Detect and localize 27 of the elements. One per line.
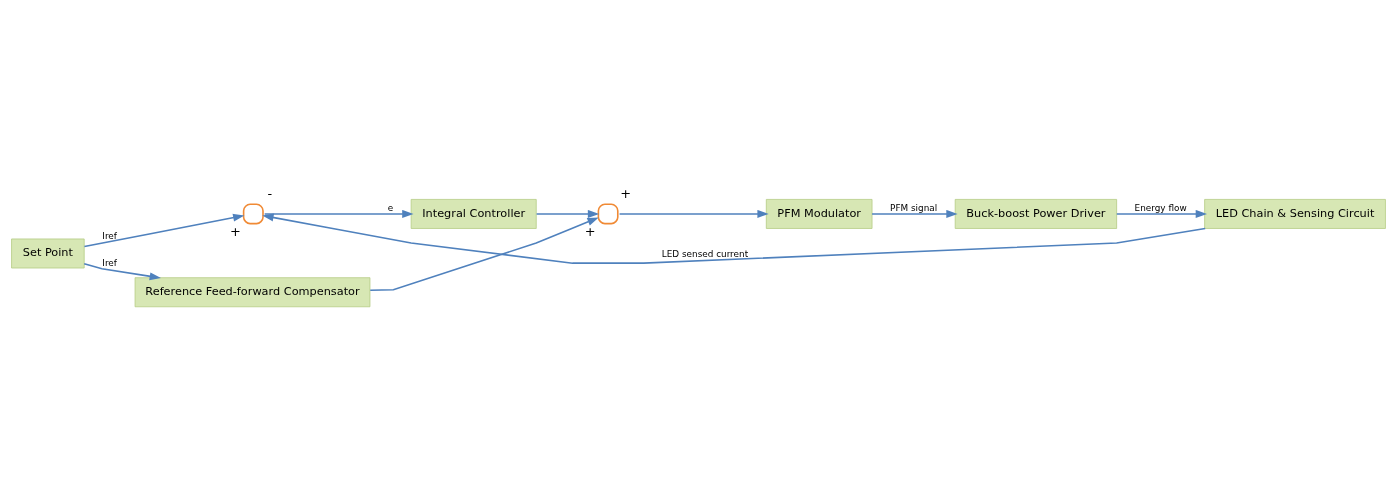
node-box: Integral Controller <box>410 198 537 229</box>
arrow <box>1116 209 1207 218</box>
arrow <box>83 262 161 280</box>
arrow <box>618 209 769 218</box>
arrow <box>263 209 414 218</box>
arrow <box>262 213 1206 264</box>
node-label: + <box>229 223 241 239</box>
node-label: + <box>620 185 632 201</box>
node-circle <box>242 202 264 224</box>
edge-label: e <box>387 202 394 213</box>
arrow <box>871 209 958 218</box>
edge-label: Energy flow <box>1134 202 1187 213</box>
edge-label: Iref <box>102 257 117 268</box>
edge-label: Iref <box>102 230 117 241</box>
node-box: Reference Feed-forward Compensator <box>134 276 371 307</box>
node-label: - <box>267 185 273 201</box>
arrow <box>535 209 600 218</box>
node-box: PFM Modulator <box>765 198 873 229</box>
node-box: Set Point <box>11 238 85 268</box>
edge-label: PFM signal <box>890 202 938 213</box>
edge-label: LED sensed current <box>661 248 749 259</box>
node-box: LED Chain & Sensing Circuit <box>1204 198 1386 229</box>
node-box: Buck-boost Power Driver <box>954 198 1118 229</box>
node-circle <box>597 202 619 224</box>
node-label: + <box>584 223 596 239</box>
arrow <box>83 213 245 247</box>
arrow <box>369 216 599 291</box>
